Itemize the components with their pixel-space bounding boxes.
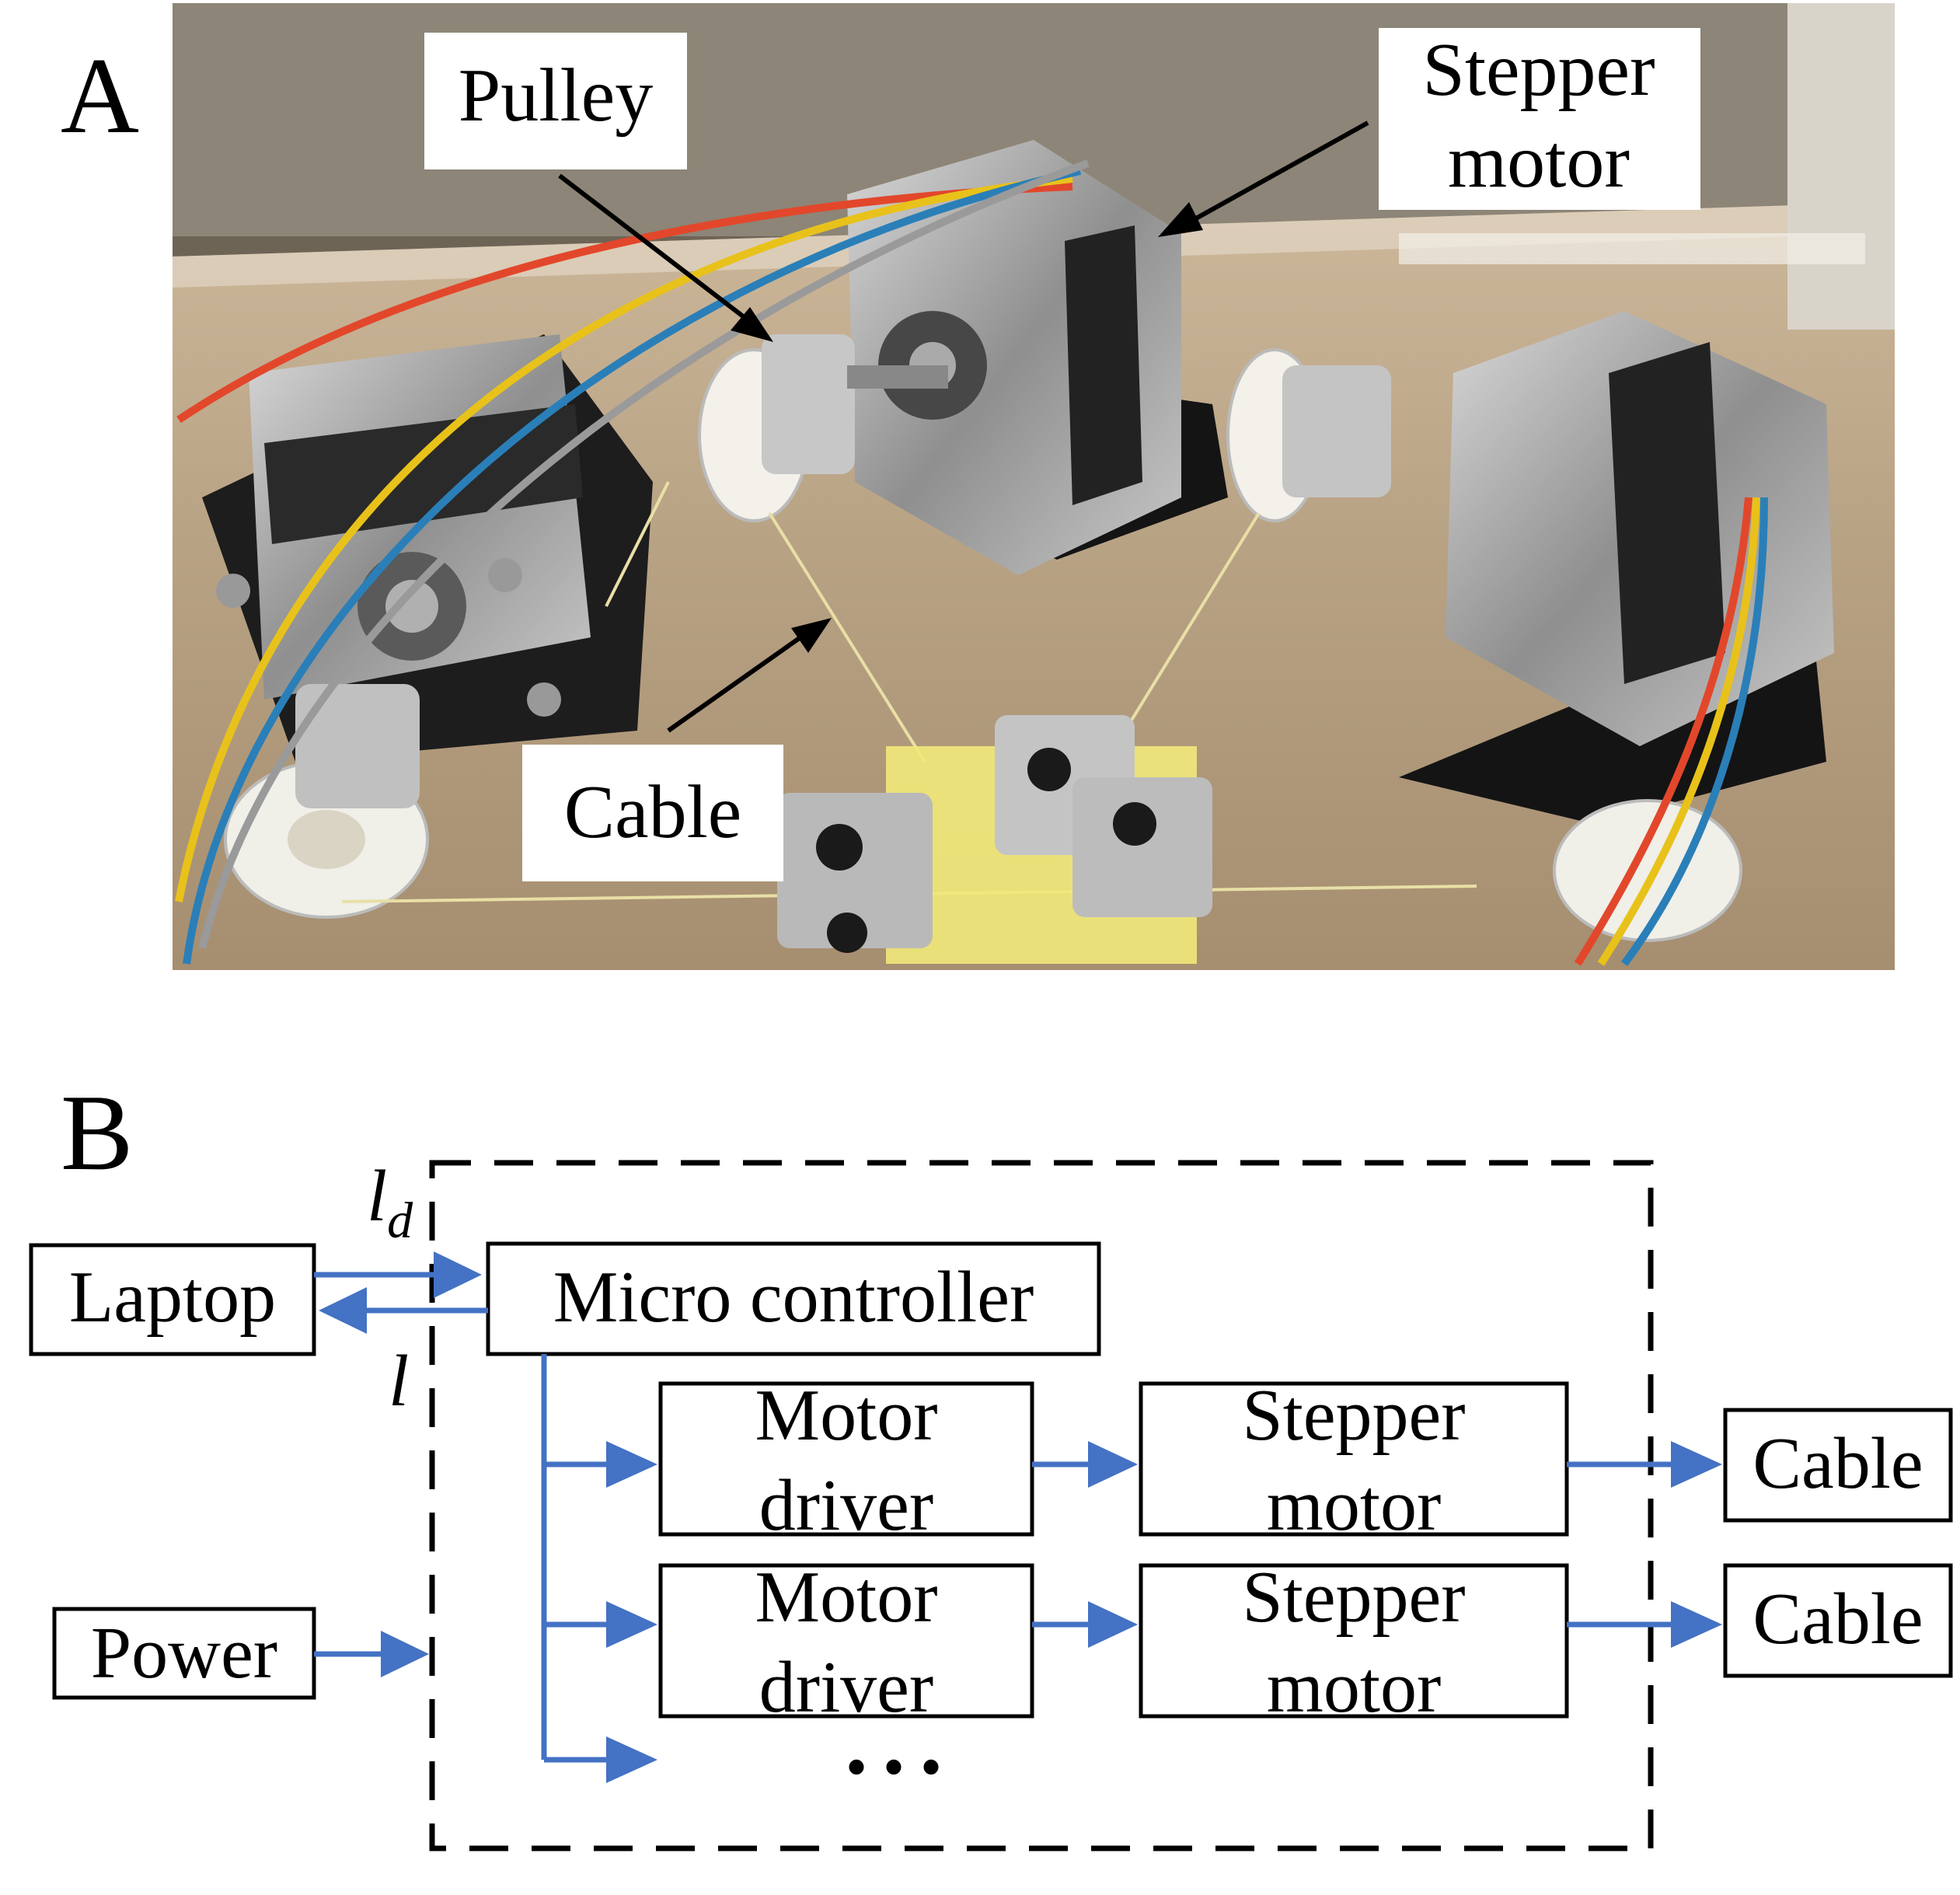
flow-stepper2-to-cable2 [1567,1601,1722,1648]
panel-a-letter: A [61,36,139,156]
callout-stepper-motor: Stepper motor [1158,28,1700,237]
laptop-block: Laptop [29,1243,316,1356]
callout-stepper-label-line1: Stepper [1422,28,1655,112]
flow-power-to-enclosure [314,1631,429,1677]
cable-block-1: Cable [1723,1408,1953,1523]
flow-micro-to-laptop [319,1287,488,1334]
motor-driver-block-1: Motor driver [658,1375,1034,1546]
joint-hardware [777,715,1212,964]
more-channels-ellipsis: • • • [846,1733,942,1802]
cable-2-label: Cable [1752,1579,1923,1659]
stepper-motor-1-line2: motor [1267,1465,1442,1546]
signal-length: l [389,1341,409,1422]
callout-pulley: Pulley [424,33,773,342]
cable-block-2: Cable [1723,1563,1953,1678]
laptop-label: Laptop [69,1257,276,1338]
power-block: Power [52,1607,316,1700]
callout-cable: Cable [522,618,832,881]
flow-driver1-to-stepper1 [1032,1441,1138,1488]
panel-b-letter: B [61,1073,133,1193]
panel-b: B ld l Laptop Power Micro controller Mot… [29,1073,1953,1851]
motor-driver-2-line2: driver [759,1647,933,1728]
callout-cable-label: Cable [564,770,742,854]
flow-laptop-to-micro [314,1251,482,1298]
micro-controller-label: Micro controller [553,1257,1034,1338]
motor-wires [175,159,1768,966]
callout-stepper-label-line2: motor [1448,120,1630,204]
flow-micro-bus [541,1354,657,1783]
motor-driver-block-2: Motor driver [658,1557,1034,1728]
flow-driver2-to-stepper2 [1032,1601,1138,1648]
pulley-left [224,684,429,919]
controller-enclosure [429,1160,1654,1851]
stepper-motor-1-line1: Stepper [1242,1375,1465,1456]
power-label: Power [91,1613,277,1694]
stepper-motor-2-line2: motor [1267,1647,1442,1728]
stepper-motor-center [847,140,1228,575]
callout-pulley-label: Pulley [459,54,653,138]
pulley-center [698,334,948,522]
stepper-motor-block-1: Stepper motor [1139,1375,1569,1546]
micro-controller-block: Micro controller [486,1241,1101,1356]
stepper-motor-2-line1: Stepper [1242,1557,1465,1638]
signal-desired-length: ld [367,1156,413,1249]
motor-driver-1-line1: Motor [755,1375,938,1456]
motor-driver-2-line1: Motor [755,1557,938,1638]
flow-stepper1-to-cable1 [1567,1441,1722,1488]
stepper-motor-block-2: Stepper motor [1139,1557,1569,1728]
cable-1-label: Cable [1752,1423,1923,1504]
motor-driver-1-line2: driver [759,1465,933,1546]
panel-a: A [61,3,1895,970]
stepper-motor-left [202,334,653,762]
